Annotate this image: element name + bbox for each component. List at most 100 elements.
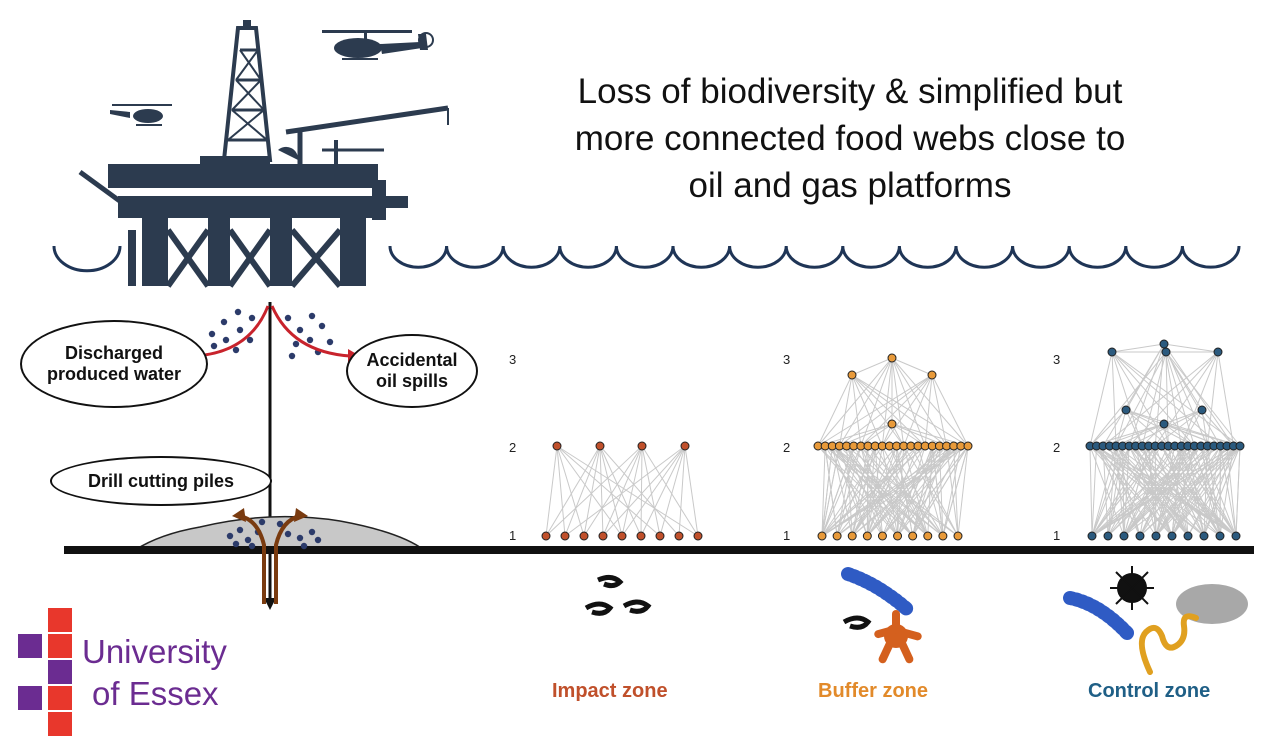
trophic-link — [891, 357, 905, 447]
species-node — [1119, 531, 1129, 541]
trophic-link — [851, 374, 969, 447]
trophic-link — [891, 357, 947, 447]
species-node — [617, 531, 627, 541]
trophic-link — [853, 445, 914, 537]
nodes — [1085, 339, 1245, 541]
trophic-link — [1201, 409, 1208, 447]
species-node — [579, 531, 589, 541]
species-node — [862, 531, 872, 541]
oil-spills-bubble: Accidental oil spills — [346, 334, 478, 408]
trophic-link — [1123, 445, 1189, 537]
species-node — [636, 531, 646, 541]
species-node — [655, 531, 665, 541]
trophic-link — [1180, 445, 1189, 537]
trophic-link — [867, 445, 944, 537]
trophic-link — [821, 445, 855, 537]
trophic-link — [817, 374, 853, 447]
species-node — [893, 531, 903, 541]
trophic-link — [564, 445, 686, 537]
trophic-link — [931, 374, 948, 447]
trophic-link — [1111, 351, 1143, 447]
trophic-link — [1096, 445, 1205, 537]
species-node — [908, 531, 918, 541]
trophic-link — [866, 445, 869, 537]
trophic-link — [881, 445, 899, 537]
worm-icon-buffer — [842, 615, 872, 630]
trophic-link — [836, 445, 962, 537]
trophic-link — [851, 357, 893, 376]
trophic-link — [891, 357, 933, 376]
wave-right — [388, 245, 1241, 269]
trophic-link — [881, 374, 933, 447]
arrow-to-oil-spills — [270, 305, 351, 358]
logo-block — [18, 686, 42, 710]
particle — [222, 336, 230, 344]
particle — [232, 540, 240, 548]
trophic-link — [1203, 445, 1221, 537]
species-node — [1213, 347, 1223, 357]
trophic-link — [1091, 445, 1117, 537]
logo-block — [18, 634, 42, 658]
trophic-link — [824, 445, 944, 537]
control-zone-label: Control zone — [1088, 680, 1211, 702]
trophic-link — [1235, 445, 1241, 537]
trophic-link — [583, 445, 643, 537]
species-node — [832, 531, 842, 541]
particle — [248, 314, 256, 322]
trophic-link — [851, 445, 962, 537]
drill-arrowhead-icon — [264, 598, 276, 610]
helicopter-large-icon — [322, 30, 434, 60]
trophic-link — [931, 445, 944, 537]
trophic-link — [1219, 445, 1237, 537]
species-node — [598, 531, 608, 541]
links — [1089, 343, 1241, 537]
impact-zone-label: Impact zone — [552, 680, 668, 702]
level-1-buffer: 1 — [783, 528, 791, 543]
trophic-link — [1163, 423, 1221, 447]
species-node — [1121, 405, 1131, 415]
trophic-link — [1111, 351, 1221, 447]
trophic-link — [910, 445, 959, 537]
trophic-link — [641, 445, 699, 537]
particle — [258, 518, 266, 526]
particle — [326, 338, 334, 346]
trophic-link — [831, 445, 959, 537]
trophic-link — [1111, 351, 1195, 447]
trophic-link — [824, 445, 929, 537]
logo-block — [48, 712, 72, 736]
trophic-link — [556, 445, 585, 537]
level-3-control: 3 — [1053, 352, 1061, 367]
trophic-link — [1123, 445, 1150, 537]
species-node — [541, 531, 551, 541]
species-node — [938, 531, 948, 541]
trophic-link — [1141, 445, 1173, 537]
species-node — [1183, 531, 1193, 541]
nodes — [813, 353, 973, 541]
particle — [296, 326, 304, 334]
species-node — [1199, 531, 1209, 541]
trophic-link — [838, 357, 893, 447]
trophic-link — [866, 445, 926, 537]
trophic-link — [927, 445, 933, 537]
bivalve-icon — [1176, 584, 1248, 624]
oil-spills-label-2: oil spills — [375, 371, 449, 391]
level-2-buffer: 2 — [783, 440, 791, 455]
trophic-link — [1125, 343, 1165, 411]
species-node — [1151, 531, 1161, 541]
trophic-link — [912, 445, 962, 537]
logo-text-line-2: of Essex — [92, 675, 219, 712]
trophic-link — [1125, 409, 1143, 447]
species-node — [953, 531, 963, 541]
species-node — [963, 441, 973, 451]
trophic-link — [931, 374, 969, 447]
trophic-link — [602, 445, 686, 537]
particle — [306, 336, 314, 344]
trophic-link — [817, 374, 933, 447]
trophic-link — [1163, 343, 1234, 447]
trophic-link — [1123, 445, 1176, 537]
food-web-buffer — [813, 353, 973, 541]
trophic-link — [1139, 445, 1182, 537]
trophic-link — [1115, 445, 1205, 537]
trophic-link — [839, 374, 933, 447]
